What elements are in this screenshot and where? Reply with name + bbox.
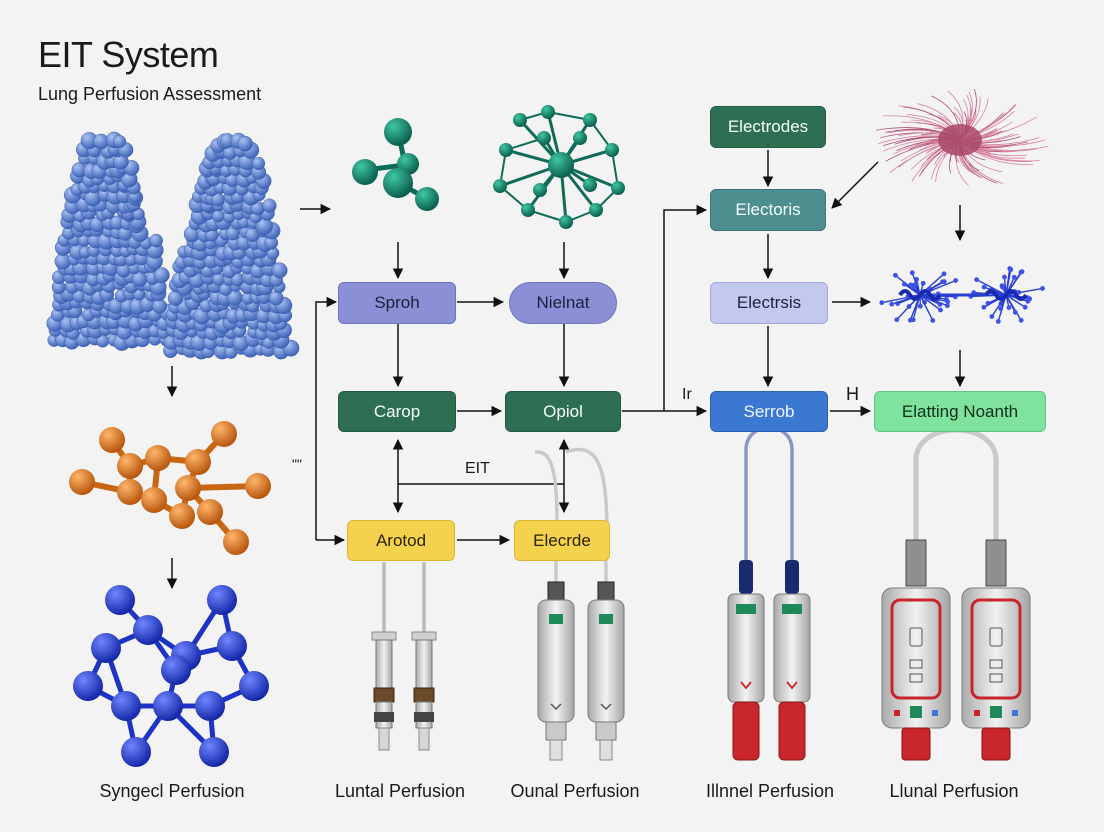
- edge-label-eit: EIT: [465, 460, 490, 477]
- edge-label-quote: "": [292, 456, 302, 472]
- page-subtitle: Lung Perfusion Assessment: [38, 84, 262, 104]
- caption-luntal: Luntal Perfusion: [334, 781, 466, 801]
- node-arotod[interactable]: Arotod: [347, 520, 455, 561]
- node-elatting-noanth[interactable]: Elatting Noanth: [874, 391, 1046, 432]
- caption-llunal: Llunal Perfusion: [889, 781, 1019, 801]
- pink-fiber-cluster-icon: [876, 88, 1049, 186]
- page-title: EIT System: [38, 34, 219, 75]
- node-electrsis[interactable]: Electrsis: [710, 282, 828, 324]
- medical-connectors-icon: [881, 539, 1031, 761]
- red-tip-electrodes-icon: [727, 560, 811, 761]
- caption-syngecl: Syngecl Perfusion: [99, 781, 245, 801]
- caption-ounal: Ounal Perfusion: [510, 781, 640, 801]
- syringe-probes-icon: [371, 631, 437, 751]
- teal-small-molecule-icon: [352, 118, 439, 211]
- orange-molecule-icon: [69, 421, 271, 555]
- caption-illnnel: Illnnel Perfusion: [705, 781, 835, 801]
- node-electoris[interactable]: Electoris: [710, 189, 826, 231]
- lung-illustration-icon: [46, 131, 300, 360]
- handheld-sensors-icon: [537, 581, 625, 761]
- blue-protein-structure-icon: [879, 266, 1045, 324]
- blue-molecule-icon: [73, 585, 269, 767]
- node-sproh[interactable]: Sproh: [338, 282, 456, 324]
- node-serrob[interactable]: Serrob: [710, 391, 828, 432]
- node-opiol[interactable]: Opiol: [505, 391, 621, 432]
- node-carop[interactable]: Carop: [338, 391, 456, 432]
- edge-label-ir: Ir: [682, 386, 692, 403]
- teal-branched-molecule-icon: [493, 105, 625, 229]
- node-electrodes[interactable]: Electrodes: [710, 106, 826, 148]
- connector-lines: [166, 150, 966, 590]
- edge-label-h: H: [846, 384, 859, 404]
- node-elecrde[interactable]: Elecrde: [514, 520, 610, 561]
- node-nielnat[interactable]: Nielnat: [509, 282, 617, 324]
